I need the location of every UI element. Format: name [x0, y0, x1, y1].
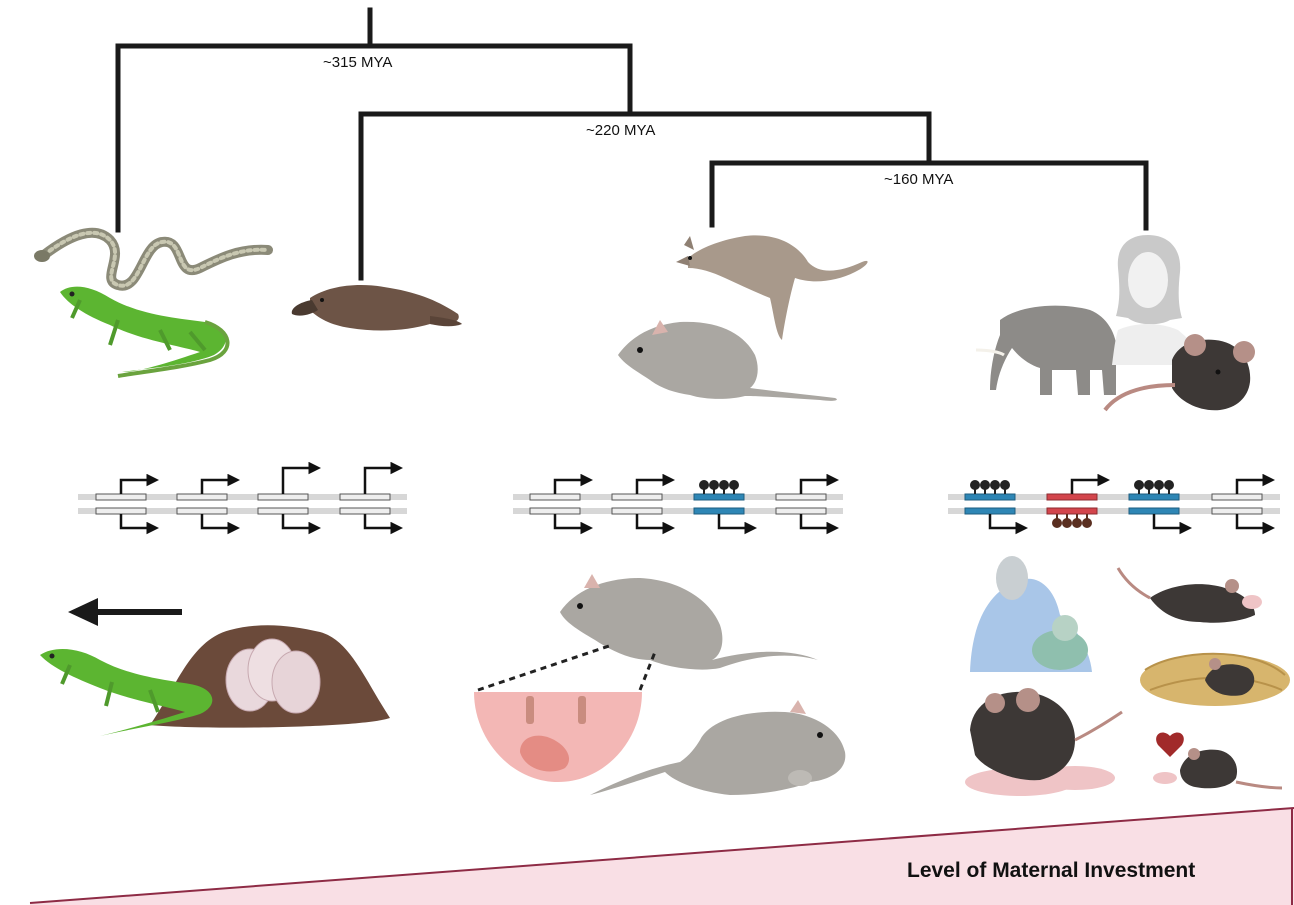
imprinted-gene-maternal-expressed	[1129, 481, 1182, 528]
pouch-embryo-icon	[474, 645, 655, 782]
gene-locus	[776, 480, 829, 528]
platypus-icon	[292, 285, 462, 330]
mouse-nest-icon	[1140, 654, 1290, 706]
tree-node-315-branch	[118, 46, 630, 230]
node-label-315: ~315 MYA	[323, 54, 392, 71]
gene-locus	[340, 468, 393, 528]
opossum-icon	[618, 320, 837, 401]
imprinting-panel-reptiles	[78, 468, 407, 528]
methylation-marks	[971, 481, 1009, 494]
gene-locus	[1212, 480, 1265, 528]
imprinted-gene-maternal-expressed	[694, 481, 747, 528]
phylogenetic-tree	[118, 10, 1146, 278]
node-label-220: ~220 MYA	[586, 122, 655, 139]
mouse-retrieving-pup-icon	[1118, 568, 1262, 623]
imprinting-panel-marsupials	[513, 480, 843, 528]
node-label-160: ~160 MYA	[884, 171, 953, 188]
snake-icon	[34, 233, 268, 286]
imprinted-gene-maternal-expressed	[965, 481, 1018, 528]
gene-locus	[530, 480, 583, 528]
imprinting-panel-eutherians	[948, 480, 1280, 528]
methylation-marks	[1135, 481, 1173, 494]
imprinted-gene-paternal-expressed	[1047, 480, 1100, 527]
left-arrow-icon	[68, 598, 182, 626]
mouse-pup-heart-icon	[1153, 733, 1282, 789]
gene-locus	[258, 468, 311, 528]
methylation-marks	[1053, 514, 1091, 527]
gene-locus	[612, 480, 665, 528]
anole-lizard-icon	[60, 287, 228, 376]
gene-locus	[177, 480, 230, 528]
elephant-icon	[976, 306, 1117, 395]
methylation-marks	[700, 481, 738, 494]
maternal-investment-gradient	[30, 808, 1294, 905]
gene-locus	[96, 480, 149, 528]
opossum-icon	[560, 574, 818, 670]
breastfeeding-icon	[970, 556, 1092, 672]
maternal-investment-label: Level of Maternal Investment	[907, 859, 1195, 882]
mouse-nursing-pups-icon	[965, 688, 1122, 796]
